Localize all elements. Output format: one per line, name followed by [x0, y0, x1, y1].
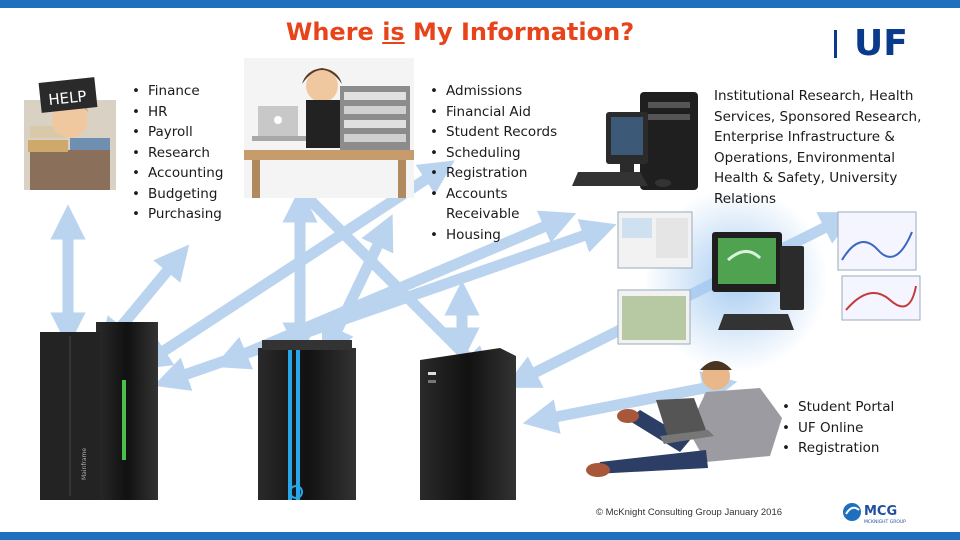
copyright-footer: © McKnight Consulting Group January 2016	[596, 507, 783, 518]
server-rack-left-image: Mainframe	[40, 322, 158, 500]
top-accent-bar	[0, 0, 960, 8]
list-item: Payroll	[130, 122, 240, 143]
list-item: HR	[130, 102, 240, 123]
svg-text:Mainframe: Mainframe	[81, 448, 88, 480]
arrow	[321, 214, 394, 361]
uf-logo: UF	[834, 23, 908, 62]
list-item: Research	[130, 143, 240, 164]
list-item: Registration	[780, 438, 930, 459]
slide-title: Where is My Information?	[0, 18, 920, 46]
help-sign-text: HELP	[47, 87, 87, 109]
admin-systems-list: Finance HR Payroll Research Accounting B…	[130, 81, 240, 225]
mcg-logo-tagline: MCKNIGHT GROUP	[864, 519, 906, 525]
title-prefix: Where	[285, 18, 383, 46]
student-laptop-image	[586, 361, 782, 477]
student-systems-list: Admissions Financial Aid Student Records…	[428, 81, 578, 245]
bottom-accent-bar	[0, 532, 960, 540]
institutional-units-text: Institutional Research, Health Services,…	[714, 88, 922, 207]
arrow	[522, 371, 738, 434]
list-item: Accounting	[130, 163, 240, 184]
list-item: Budgeting	[130, 184, 240, 205]
mcg-logo: MCG MCKNIGHT GROUP	[843, 503, 906, 525]
desktop-computer-image	[572, 92, 698, 190]
title-suffix: My Information?	[404, 18, 635, 46]
list-item: UF Online	[780, 418, 930, 439]
list-item: Financial Aid	[428, 102, 578, 123]
uf-logo-text: UF	[854, 23, 908, 62]
list-item: Housing	[428, 225, 578, 246]
list-item: Accounts Receivable	[428, 184, 550, 225]
help-person-image: HELP	[24, 77, 116, 190]
server-tower-right-image	[420, 348, 516, 500]
list-item: Student Records	[428, 122, 578, 143]
list-item: Scheduling	[428, 143, 578, 164]
list-item: Registration	[428, 163, 578, 184]
office-worker-image	[244, 58, 414, 198]
mcg-logo-name: MCG	[864, 504, 897, 519]
portal-list: Student Portal UF Online Registration	[780, 397, 930, 459]
title-emphasis: is	[382, 18, 405, 46]
list-item: Student Portal	[780, 397, 930, 418]
list-item: Finance	[130, 81, 240, 102]
server-tower-middle-image	[258, 340, 356, 500]
list-item: Admissions	[428, 81, 578, 102]
analytics-monitor-image	[617, 188, 921, 372]
list-item: Purchasing	[130, 204, 240, 225]
